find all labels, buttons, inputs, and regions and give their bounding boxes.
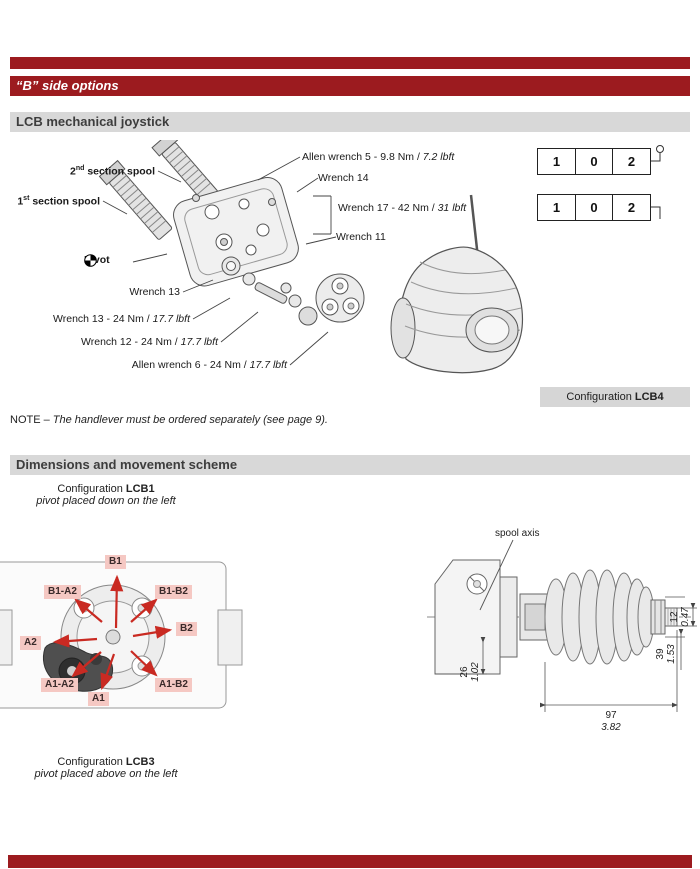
body-side-view — [434, 559, 518, 675]
cardan-joint — [298, 273, 365, 326]
direction-label-a2: A2 — [20, 636, 41, 650]
lever-pin — [469, 194, 480, 259]
pivot-label: Pivot — [84, 254, 110, 267]
label-2nd-section-spool: 2nd section spool — [70, 165, 155, 178]
callout-wrench-17: Wrench 17 - 42 Nm / 31 lbft — [338, 202, 467, 214]
configuration-lcb4-value: LCB4 — [634, 391, 664, 403]
dim-26-mm: 26 — [459, 666, 470, 678]
code-cell: 0 — [574, 194, 614, 221]
code-cell: 2 — [612, 148, 651, 175]
direction-label-a1-b2: A1-B2 — [155, 678, 192, 692]
exploded-drawing — [98, 140, 664, 374]
nuts-washers — [221, 256, 302, 308]
configuration-lcb1-caption: Configuration LCB1 pivot placed down on … — [0, 483, 212, 507]
direction-label-a1-a2: A1-A2 — [41, 678, 78, 692]
code-cell: 1 — [537, 194, 576, 221]
configuration-lcb4-box: Configuration LCB4 — [540, 387, 690, 407]
configuration-lcb3-title: Configuration LCB3 — [57, 756, 155, 768]
direction-label-b2: B2 — [176, 622, 197, 636]
dim-26-in: 1.02 — [470, 662, 481, 682]
code-cell: 2 — [612, 194, 651, 221]
banner-dimensions: Dimensions and movement scheme — [10, 455, 690, 475]
callout-allen-wrench-6: Allen wrench 6 - 24 Nm / 17.7 lbft — [131, 359, 287, 371]
body-ports — [192, 194, 276, 256]
dim-39-mm: 39 — [655, 648, 666, 660]
direction-label-b1-b2: B1-B2 — [155, 585, 192, 599]
pivot-icon — [84, 254, 97, 267]
callout-allen-wrench-5-torque: 7.2 lbft — [422, 151, 455, 163]
note-prefix: NOTE – — [10, 414, 53, 426]
joystick-body-plate — [173, 177, 299, 287]
end-nut-stud — [650, 599, 678, 635]
callout-wrench-13-torque: Wrench 13 - 24 Nm / 17.7 lbft — [53, 313, 190, 325]
callout-wrench-12-torque: Wrench 12 - 24 Nm / 17.7 lbft — [81, 336, 218, 348]
spool-axis-label: spool axis — [495, 528, 539, 539]
dim-12-mm: 12 — [669, 611, 680, 623]
callout-wrench-13: Wrench 13 — [129, 286, 180, 298]
direction-label-b1-a2: B1-A2 — [44, 585, 81, 599]
dimension-svg: spool axis 12 0.47 39 1.53 26 1.02 97 3.… — [427, 528, 697, 733]
banner-lcb-label: LCB mechanical joystick — [16, 114, 170, 129]
dimension-lines — [435, 596, 697, 712]
configuration-lcb1-title: Configuration LCB1 — [57, 483, 155, 495]
dim-12-in: 0.47 — [680, 607, 691, 627]
direction-arrows — [52, 574, 173, 691]
banner-lcb-joystick: LCB mechanical joystick — [10, 112, 690, 132]
top-rule — [10, 57, 690, 69]
banner-b-side-label: “B” side options — [16, 78, 119, 93]
direction-label-a1: A1 — [88, 692, 109, 706]
dim-39-in: 1.53 — [666, 644, 677, 664]
callout-wrench-14: Wrench 14 — [318, 172, 369, 184]
boot-bellows — [544, 569, 655, 665]
movement-scheme: B1 B1-A2 B1-B2 B2 A2 A1-A2 A1 A1-B2 — [0, 540, 245, 735]
code-row-2: 1 0 2 — [537, 194, 651, 221]
dimension-drawing: spool axis 12 0.47 39 1.53 26 1.02 97 3.… — [425, 522, 700, 757]
dim-97-mm: 97 — [605, 710, 617, 721]
spool-axis-leader — [479, 539, 514, 611]
note-body: The handlever must be ordered separately… — [52, 414, 328, 426]
code-cell: 1 — [537, 148, 576, 175]
configuration-lcb3-caption: Configuration LCB3 pivot placed above on… — [0, 756, 212, 780]
configuration-lcb3-subtitle: pivot placed above on the left — [34, 768, 178, 780]
direction-label-b1: B1 — [105, 555, 126, 569]
code-row-1: 1 0 2 — [537, 148, 651, 175]
label-1st-section-spool: 1st section spool — [17, 195, 100, 208]
banner-b-side-options: “B” side options — [10, 76, 690, 96]
callout-wrench-11: Wrench 11 — [336, 231, 386, 243]
callout-allen-wrench-5: Allen wrench 5 - 9.8 Nm / 7.2 lbft — [302, 151, 454, 163]
code-box-connectors — [648, 145, 664, 219]
spool-2nd-section — [151, 140, 219, 204]
valve-body-top-view — [0, 561, 243, 709]
code-cell: 0 — [574, 148, 614, 175]
dim-97-in: 3.82 — [601, 722, 621, 733]
configuration-lcb1-subtitle: pivot placed down on the left — [36, 495, 176, 507]
bottom-rule — [8, 855, 692, 868]
spool-1st-section — [98, 159, 173, 240]
rubber-boot — [390, 194, 524, 374]
note-line: NOTE – The handlever must be ordered sep… — [10, 414, 328, 426]
leader-lines — [102, 156, 337, 366]
banner-dimensions-label: Dimensions and movement scheme — [16, 457, 238, 472]
callout-allen-wrench-5-text: Allen wrench 5 - 9.8 Nm / — [302, 151, 423, 163]
exploded-view: Allen wrench 5 - 9.8 Nm / 7.2 lbft Wrenc… — [0, 140, 700, 445]
